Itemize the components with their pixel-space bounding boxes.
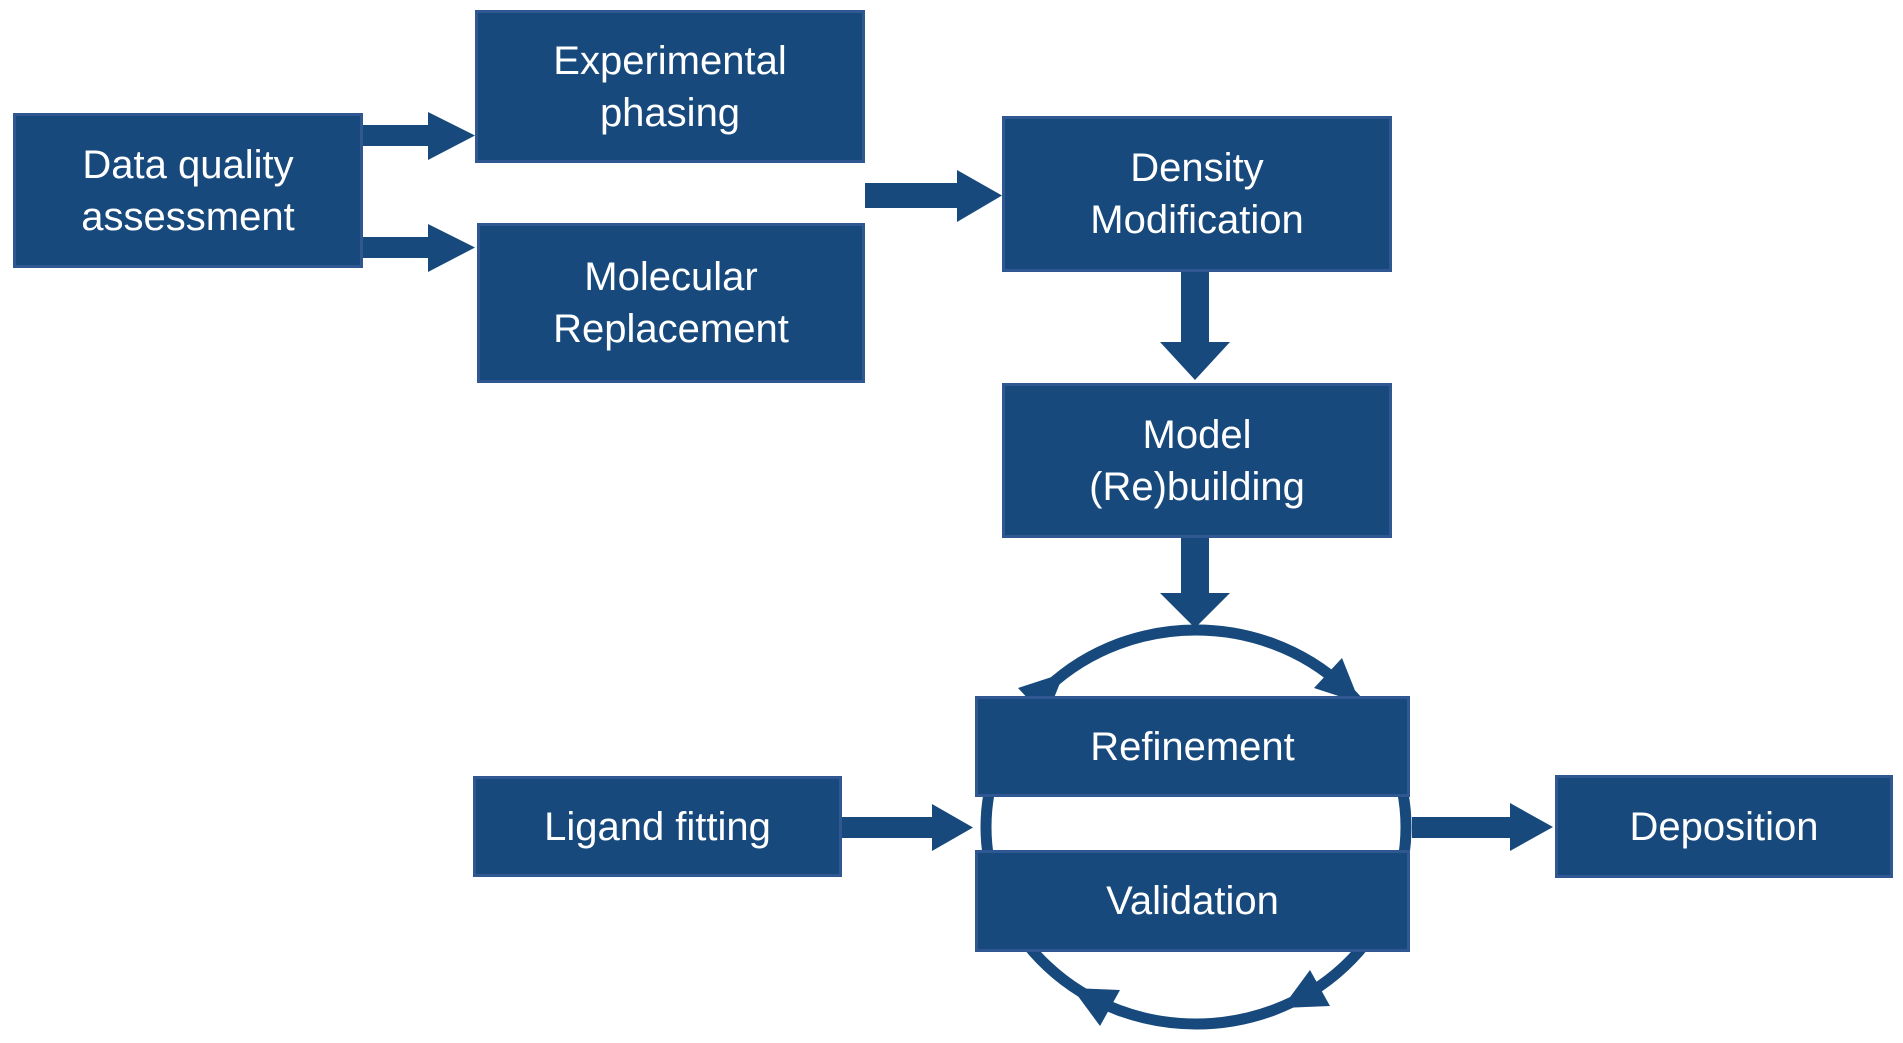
node-model-rebuilding: Model (Re)building <box>1002 383 1392 538</box>
node-refinement: Refinement <box>975 696 1410 797</box>
node-molecular-replacement: Molecular Replacement <box>477 223 865 383</box>
arrow-cycle-to-deposition <box>1412 803 1553 851</box>
arrow-ligand-fitting-to-cycle <box>842 804 973 851</box>
node-validation: Validation <box>975 850 1410 952</box>
node-experimental-phasing: Experimental phasing <box>475 10 865 163</box>
node-density-modification: Density Modification <box>1002 116 1392 272</box>
node-deposition: Deposition <box>1555 775 1893 878</box>
arrow-density-to-model-rebuilding <box>1160 272 1230 380</box>
node-data-quality-assessment: Data quality assessment <box>13 113 363 268</box>
arrow-shapes <box>363 112 1553 1026</box>
arrow-phasing-to-density-modification <box>865 170 1002 222</box>
cycle-arrowhead-top-right-icon <box>1314 658 1360 703</box>
arrow-data-quality-to-molecular-replacement <box>363 224 475 272</box>
cycle-arrowhead-bottom-left-icon <box>1072 988 1120 1026</box>
cycle-arrowhead-bottom-right-icon <box>1282 970 1330 1008</box>
cycle-arrowhead-top-left-icon <box>1018 673 1064 718</box>
node-ligand-fitting: Ligand fitting <box>473 776 842 877</box>
arrow-model-to-refinement-cycle <box>1160 538 1230 628</box>
arrow-data-quality-to-experimental-phasing <box>363 112 475 160</box>
cycle-ellipse <box>980 624 1412 1030</box>
